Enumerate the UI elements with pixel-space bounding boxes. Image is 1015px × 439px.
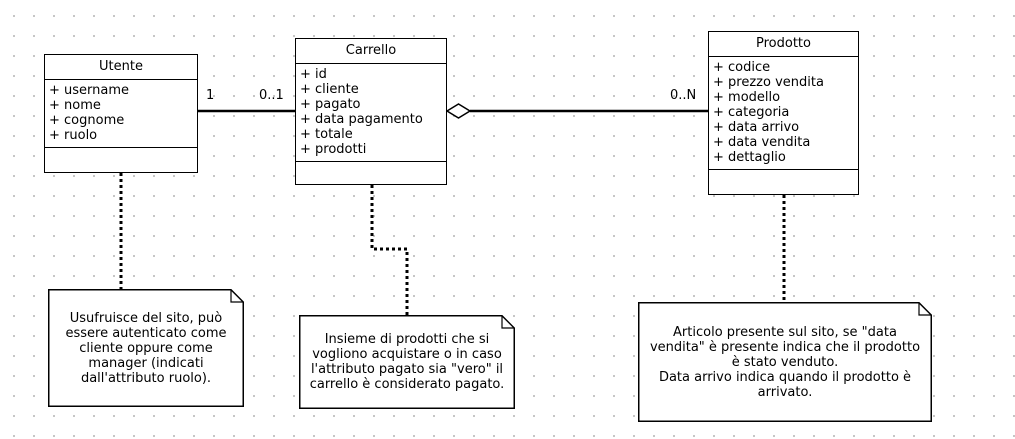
note-link-carrello <box>370 185 409 315</box>
attribute: + prodotti <box>300 142 367 157</box>
attribute: + username <box>49 83 130 98</box>
attribute: + prezzo vendita <box>713 75 824 90</box>
note-prodotto[interactable]: Articolo presente sul sito, se "data ven… <box>638 302 932 422</box>
attribute: + cognome <box>49 113 125 128</box>
class-operations <box>709 170 858 193</box>
class-name: Prodotto <box>709 32 858 57</box>
attribute: + modello <box>713 90 781 105</box>
class-carrello[interactable]: Carrello + id + cliente + pagato + data … <box>295 38 447 185</box>
note-shape <box>299 315 515 409</box>
attribute: + data pagamento <box>300 112 423 127</box>
multiplicity-carrello-end: 0..1 <box>259 88 284 103</box>
attribute: + id <box>300 67 327 82</box>
attribute: + data arrivo <box>713 120 800 135</box>
note-shape <box>48 289 244 407</box>
attribute: + ruolo <box>49 128 98 143</box>
note-carrello[interactable]: Insieme di prodotti che si vogliono acqu… <box>299 315 515 409</box>
attribute: + categoria <box>713 105 790 120</box>
class-operations <box>45 148 197 170</box>
class-name: Utente <box>45 55 197 80</box>
class-name: Carrello <box>296 39 446 64</box>
attribute: + cliente <box>300 82 359 97</box>
class-prodotto[interactable]: Prodotto + codice + prezzo vendita + mod… <box>708 31 859 195</box>
note-text: Articolo presente sul sito, se "data ven… <box>649 324 921 400</box>
attribute: + totale <box>300 127 353 142</box>
aggregation-diamond <box>445 103 472 119</box>
class-attributes: + codice + prezzo vendita + modello + ca… <box>709 57 858 170</box>
attribute: + dettaglio <box>713 150 786 165</box>
multiplicity-prodotto-end: 0..N <box>670 88 697 103</box>
note-shape <box>638 302 932 422</box>
class-attributes: + username + nome + cognome + ruolo <box>45 80 197 148</box>
attribute: + pagato <box>300 97 361 112</box>
class-attributes: + id + cliente + pagato + data pagamento… <box>296 64 446 162</box>
attribute: + data vendita <box>713 135 811 150</box>
note-text: Usufruisce del sito, può essere autentic… <box>65 310 227 386</box>
note-utente[interactable]: Usufruisce del sito, può essere autentic… <box>48 289 244 407</box>
class-utente[interactable]: Utente + username + nome + cognome + ruo… <box>44 54 198 173</box>
note-text: Insieme di prodotti che si vogliono acqu… <box>309 332 505 392</box>
multiplicity-utente-end: 1 <box>206 88 215 103</box>
attribute: + nome <box>49 98 101 113</box>
attribute: + codice <box>713 60 771 75</box>
class-operations <box>296 162 446 182</box>
